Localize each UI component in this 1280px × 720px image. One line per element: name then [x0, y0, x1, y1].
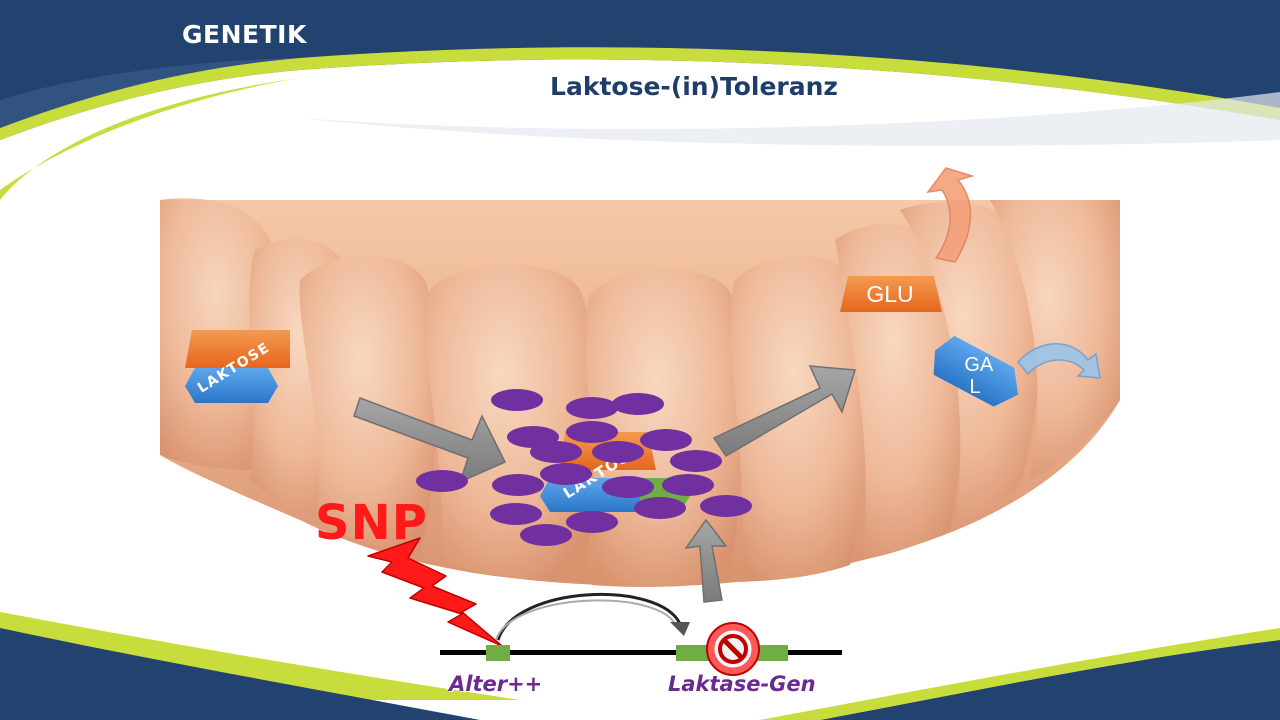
lactase-enzyme	[670, 450, 722, 472]
lactase-enzyme	[612, 393, 664, 415]
lactase-enzyme	[634, 497, 686, 519]
lactase-enzyme	[566, 421, 618, 443]
galactose-uptake-arrow	[1017, 343, 1101, 379]
prohibited-icon	[706, 622, 760, 676]
glucose-uptake-arrow	[926, 167, 975, 263]
arrow-enzyme-to-glu	[712, 365, 856, 458]
lactase-enzyme	[602, 476, 654, 498]
glucose-molecule: GLU	[840, 276, 942, 312]
galactose-label-line-2: L	[969, 376, 980, 398]
snp-label: SNP	[315, 495, 428, 551]
lactase-gene-label: Laktase-Gen	[668, 672, 816, 696]
lactase-enzyme	[540, 463, 592, 485]
arrow-gene-to-enzyme	[684, 518, 728, 603]
lactase-enzyme	[530, 441, 582, 463]
dna-line	[440, 650, 842, 655]
lactase-enzyme	[492, 474, 544, 496]
galactose-label: GA L	[964, 354, 997, 398]
lactase-enzyme	[416, 470, 468, 492]
promoter-label: Alter++	[449, 672, 543, 696]
lactase-enzyme	[640, 429, 692, 451]
lactase-enzyme	[592, 441, 644, 463]
lactase-enzyme-cluster	[416, 389, 752, 546]
lactase-enzyme	[566, 511, 618, 533]
lactase-enzyme	[491, 389, 543, 411]
glucose-label: GLU	[866, 281, 913, 307]
lactase-enzyme	[520, 524, 572, 546]
lactase-enzyme	[662, 474, 714, 496]
lactase-enzyme	[700, 495, 752, 517]
lactase-enzyme	[490, 503, 542, 525]
lactose-molecule-left: LAKTOSE	[185, 330, 290, 403]
footer-background	[0, 612, 1280, 720]
galactose-molecule: GA L	[933, 335, 1019, 407]
slide-title: Laktose-(in)Toleranz	[550, 72, 838, 101]
section-header: GENETIK	[182, 20, 307, 49]
header-background	[0, 0, 1280, 200]
dna-strand	[440, 645, 842, 661]
arrow-lactose-to-enzyme	[353, 397, 507, 484]
lactase-enzyme	[566, 397, 618, 419]
galactose-label-line-1: GA	[964, 354, 994, 376]
regulation-arrow	[495, 592, 690, 641]
promoter-region	[486, 645, 510, 661]
